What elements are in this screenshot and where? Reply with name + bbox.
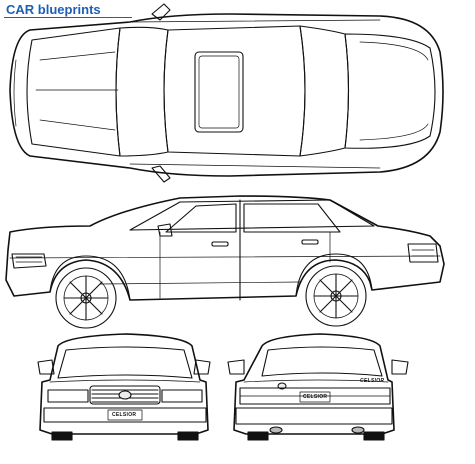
rear-wheel-spokes (313, 273, 359, 319)
front-plate-badge: CELSIOR (112, 412, 137, 418)
rear-view (227, 333, 409, 441)
front-wheel-spokes (63, 275, 109, 321)
side-view (5, 195, 445, 329)
logo-underline (4, 17, 132, 18)
front-view (37, 333, 211, 441)
logo-suffix: blueprints (37, 2, 101, 17)
top-view (9, 3, 444, 183)
rear-plate-badge: CELSIOR (303, 394, 328, 400)
logo-brand: CAR (6, 2, 35, 17)
site-logo[interactable]: CAR blueprints (6, 2, 101, 18)
rear-script-badge: CELSIOR (360, 378, 385, 384)
